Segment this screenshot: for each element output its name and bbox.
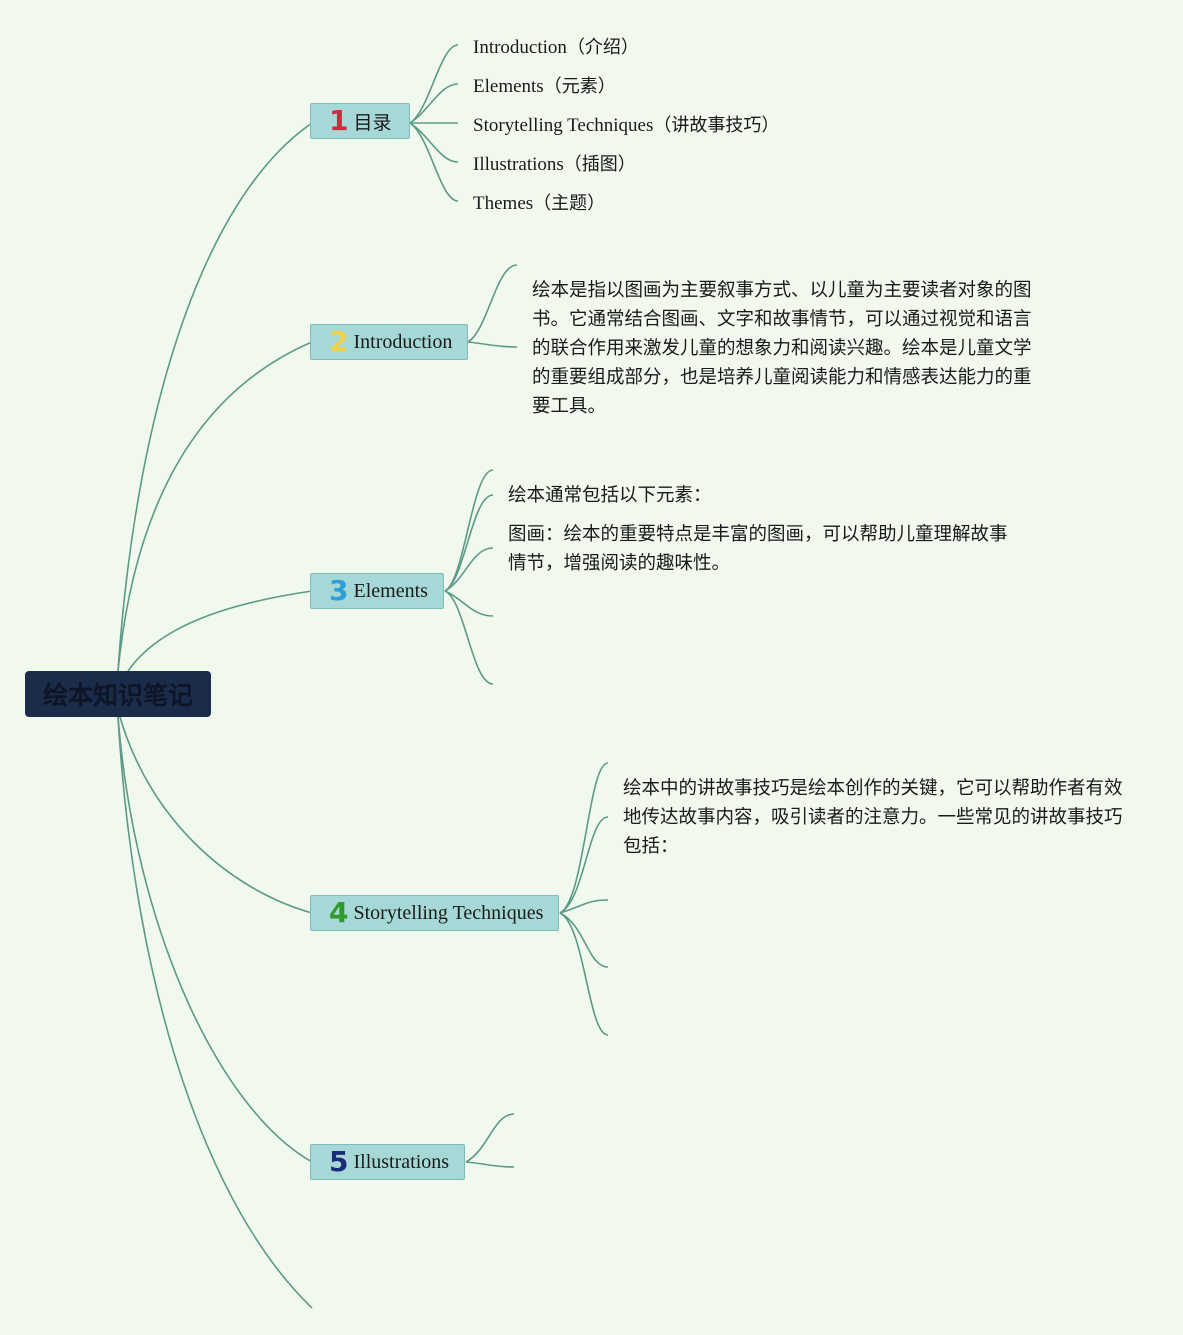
link-root-branch5 [117, 716, 313, 1163]
root-label: 绘本知识笔记 [42, 681, 193, 710]
branch-node-toc[interactable]: 1 目录 [310, 103, 410, 139]
link-b5-c1 [465, 1113, 515, 1163]
toc-item-en: Introduction [473, 37, 567, 58]
link-b4-c1 [559, 762, 609, 914]
toc-item-en: Illustrations [473, 154, 564, 175]
toc-item-zh: （元素） [543, 76, 616, 97]
link-b4-c3 [559, 899, 609, 914]
link-b1-c4 [409, 122, 459, 163]
root-node[interactable]: 绘本知识笔记 [25, 671, 211, 717]
toc-item-en: Storytelling Techniques [473, 115, 654, 136]
storytelling-text: 绘本中的讲故事技巧是绘本创作的关键，它可以帮助作者有效地传达故事内容，吸引读者的… [623, 778, 1123, 857]
link-root-branch1 [117, 122, 313, 672]
link-b2-c2 [467, 341, 518, 348]
elements-illustration-text: 图画：绘本的重要特点是丰富的图画，可以帮助儿童理解故事情节，增强阅读的趣味性。 [508, 524, 1008, 574]
branch-node-storytelling[interactable]: 4 Storytelling Techniques [310, 895, 559, 931]
toc-item-en: Themes [473, 193, 534, 214]
link-b1-c5 [409, 122, 459, 202]
link-root-branch2 [117, 341, 313, 672]
branch-label-storytelling: Storytelling Techniques [353, 901, 544, 924]
link-b3-c4 [444, 590, 494, 617]
branch-label-illustrations: Illustrations [353, 1150, 450, 1173]
toc-item-zh: （插图） [563, 154, 636, 175]
branch-label-elements: Elements [353, 579, 428, 602]
link-b2-c1 [467, 264, 518, 343]
link-b4-c2 [559, 816, 609, 914]
branch-node-illustrations[interactable]: 5 Illustrations [310, 1144, 465, 1180]
link-b3-c5 [444, 590, 494, 685]
elements-intro-text: 绘本通常包括以下元素： [508, 485, 712, 506]
link-b1-c2 [409, 83, 459, 124]
toc-item[interactable]: Elements（元素） [473, 72, 616, 98]
branch-number-2: 2 [329, 325, 349, 358]
toc-item-zh: （主题） [533, 193, 606, 214]
link-b5-c2 [465, 1161, 515, 1168]
link-root-branch3 [127, 590, 313, 672]
branch-number-4: 4 [329, 896, 349, 929]
link-b4-c5 [559, 912, 609, 1036]
toc-item-en: Elements [473, 76, 544, 97]
branch-number-1: 1 [329, 104, 349, 137]
toc-item[interactable]: Illustrations（插图） [473, 150, 636, 176]
toc-item-zh: （讲故事技巧） [653, 115, 780, 136]
link-root-branch6 [117, 716, 313, 1309]
toc-item[interactable]: Themes（主题） [473, 189, 605, 215]
branch-label-toc: 目录 [353, 111, 392, 134]
toc-item[interactable]: Introduction（介绍） [473, 33, 639, 59]
link-b3-c2 [444, 494, 494, 592]
branch-number-3: 3 [329, 574, 349, 607]
branch-label-introduction: Introduction [353, 330, 453, 353]
branch-node-introduction[interactable]: 2 Introduction [310, 324, 468, 360]
branch-number-5: 5 [329, 1145, 349, 1178]
link-root-branch4 [119, 716, 313, 914]
link-b1-c1 [409, 44, 459, 124]
link-b3-c1 [444, 469, 494, 592]
link-b4-c4 [559, 912, 609, 968]
branch-node-elements[interactable]: 3 Elements [310, 573, 444, 609]
toc-item-zh: （介绍） [566, 37, 639, 58]
introduction-text: 绘本是指以图画为主要叙事方式、以儿童为主要读者对象的图书。它通常结合图画、文字和… [532, 280, 1032, 417]
link-b3-c3 [444, 547, 494, 592]
toc-item[interactable]: Storytelling Techniques（讲故事技巧） [473, 111, 779, 137]
